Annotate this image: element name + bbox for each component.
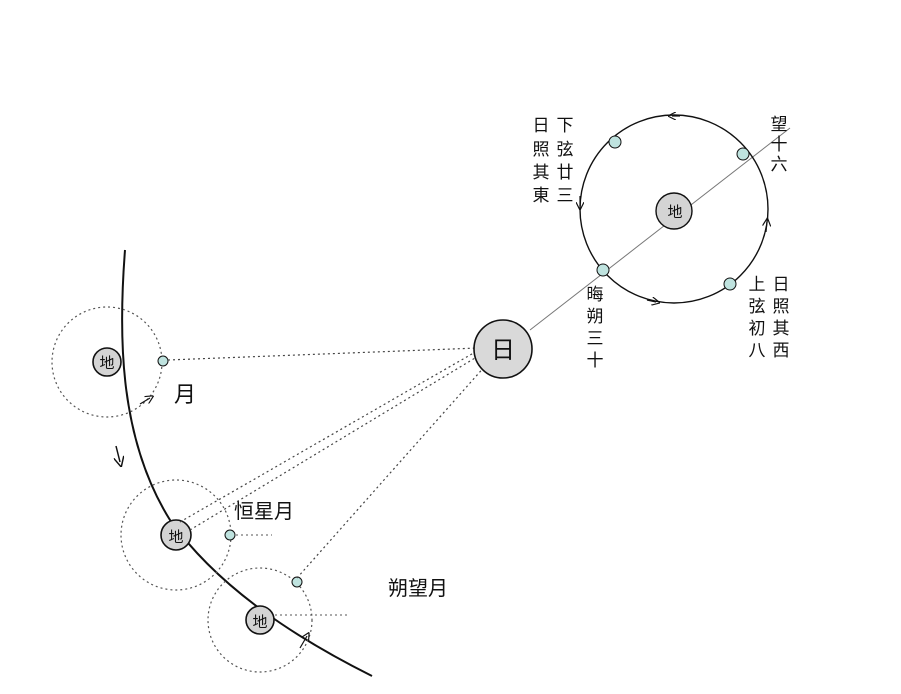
first-quarter-char-4: 八 — [749, 341, 766, 361]
moon-label: 月 — [174, 383, 196, 408]
sun-line-2a — [189, 354, 481, 531]
sun-west-char-2: 照 — [773, 297, 790, 317]
sidereal-month-label: 恒星月 — [234, 499, 294, 523]
label-last-quarter: 下 弦 廿 三 — [557, 116, 574, 206]
first-quarter-char-2: 弦 — [749, 297, 766, 317]
sun-earth-axis — [529, 127, 791, 331]
sun — [473, 319, 533, 379]
moon-1 — [157, 355, 169, 367]
first-quarter-char-3: 初 — [749, 319, 766, 339]
earth-1 — [92, 347, 122, 377]
last-quarter-char-1: 下 — [557, 116, 574, 136]
sun-east-char-2: 照 — [533, 140, 550, 160]
last-quarter-char-2: 弦 — [557, 140, 574, 160]
full-moon-char-2: 十 — [771, 135, 788, 155]
new-moon-char-4: 十 — [587, 351, 604, 371]
orbit-direction-arrow — [116, 445, 120, 462]
moon-first-quarter — [723, 277, 737, 291]
synodic-month-label: 朔望月 — [388, 576, 448, 600]
moon-new — [596, 263, 610, 277]
earth-label-1: 地 — [99, 354, 114, 372]
new-moon-char-3: 三 — [587, 329, 604, 349]
earth-inset-label: 地 — [667, 203, 682, 221]
sun-west-char-1: 日 — [773, 275, 790, 295]
moon-last-quarter — [608, 135, 622, 149]
sun-east-char-3: 其 — [533, 163, 550, 183]
sun-west-char-3: 其 — [773, 319, 790, 339]
moon-3 — [291, 576, 303, 588]
earth-3 — [245, 605, 275, 635]
earth-inset — [655, 192, 693, 230]
moon-orbit-arrow-3 — [299, 636, 307, 649]
first-quarter-char-1: 上 — [749, 275, 766, 295]
full-moon-char-3: 六 — [771, 155, 788, 175]
earth-label-2: 地 — [168, 528, 183, 546]
label-sun-west: 日 照 其 西 — [773, 275, 790, 361]
label-new-moon: 晦 朔 三 十 — [587, 285, 604, 371]
phase-arrow-bottom — [646, 300, 656, 302]
label-sun-east: 日 照 其 東 — [533, 116, 550, 206]
sun-line-1 — [167, 347, 479, 361]
moon-orbit-arrow-1 — [139, 398, 150, 405]
label-full-moon: 望 十 六 — [771, 115, 788, 175]
earth-2 — [160, 519, 192, 551]
last-quarter-char-3: 廿 — [557, 163, 574, 183]
last-quarter-char-4: 三 — [557, 186, 574, 206]
sun-line-3 — [296, 364, 487, 579]
sun-label: 日 — [491, 336, 515, 364]
sun-line-2b — [179, 350, 478, 523]
moon-full — [736, 147, 750, 161]
new-moon-char-1: 晦 — [587, 285, 604, 305]
label-first-quarter: 上 弦 初 八 — [749, 275, 766, 361]
moon-2 — [224, 529, 236, 541]
new-moon-char-2: 朔 — [587, 307, 604, 327]
earth-label-3: 地 — [252, 613, 267, 631]
full-moon-char-1: 望 — [771, 115, 788, 135]
moon-orbit-circle-3 — [207, 567, 313, 673]
sun-east-char-1: 日 — [533, 116, 550, 136]
earth-orbit-path — [121, 249, 373, 677]
sun-west-char-4: 西 — [773, 341, 790, 361]
phase-arrow-right — [766, 222, 767, 233]
sun-east-char-4: 東 — [533, 186, 550, 206]
